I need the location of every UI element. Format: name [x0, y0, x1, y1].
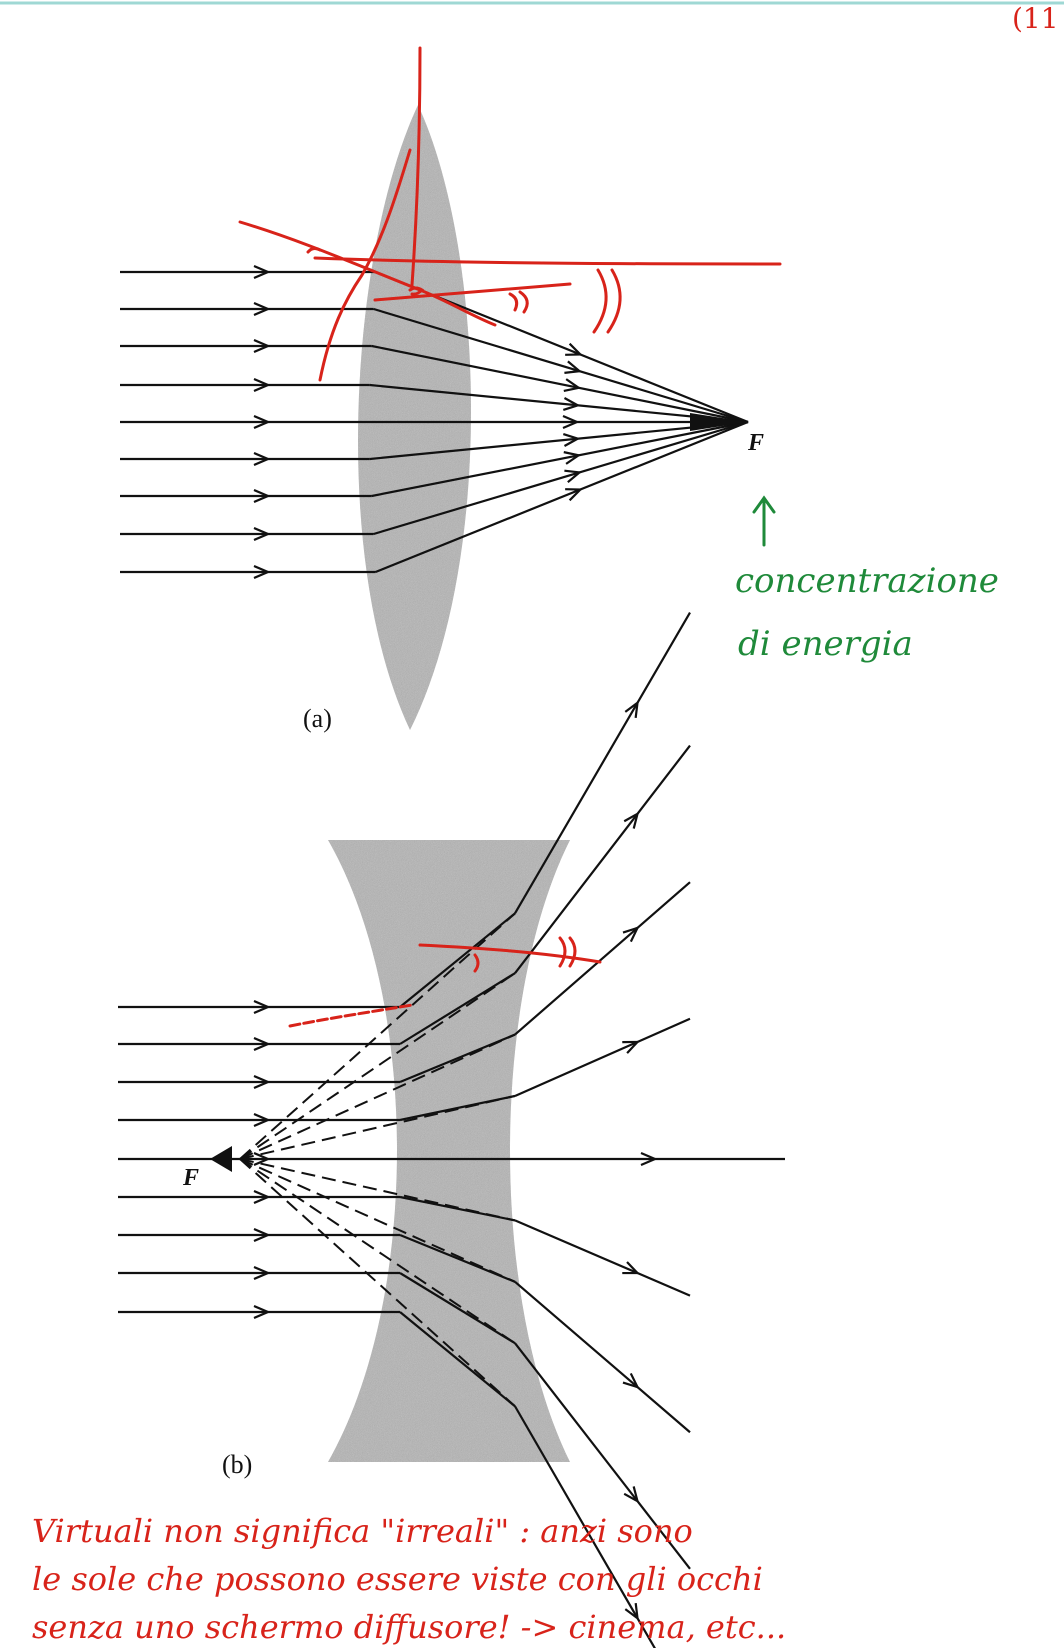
- ray-a-arrow-out-5: [562, 432, 581, 447]
- ray-b-virtual-1: [239, 972, 516, 1160]
- ray-a-arrow-out-6: [563, 451, 582, 465]
- ray-a-arrow-in-7: [253, 526, 271, 542]
- ray-a-arrow-in-2: [253, 338, 271, 354]
- ray-a-arrow-out-1: [564, 360, 583, 374]
- ray-b-arrow-in-4: [253, 1151, 271, 1167]
- figure-b: F (b): [118, 611, 785, 1648]
- ray-b-arrow-in-3: [253, 1112, 271, 1128]
- ray-b-arrow-out-8: [624, 1602, 639, 1621]
- ray-b-arrow-in-7: [253, 1265, 271, 1281]
- ray-b-refracted-6: [514, 1280, 691, 1434]
- ray-b-arrow-in-8: [253, 1304, 271, 1320]
- ray-a-arrow-in-6: [253, 488, 271, 504]
- energy-concentration-annotation: concentrazione di energia: [735, 495, 999, 664]
- ray-a-arrow-out-3: [562, 397, 581, 412]
- ray-a-arrow-in-4: [253, 414, 271, 430]
- up-arrow-icon: [752, 495, 776, 547]
- ray-a-arrow-out-2: [563, 378, 582, 392]
- ray-b-arrow-out-4: [640, 1151, 658, 1167]
- ray-a-refracted-6: [371, 420, 749, 498]
- ray-b-refracted-5: [514, 1219, 691, 1297]
- ray-b-arrow-out-2: [622, 926, 640, 943]
- ray-b-arrow-out-7: [623, 1486, 640, 1504]
- focal-label-b: F: [182, 1165, 199, 1191]
- ray-b-arrow-out-5: [622, 1261, 641, 1275]
- footnote-line3: senza uno schermo diffusore! -> cinema, …: [32, 1608, 786, 1646]
- footnote-line1: Virtuali non significa "irreali" : anzi …: [32, 1512, 693, 1550]
- ray-b-arrow-out-0: [624, 700, 639, 719]
- ray-a-refracted-1: [373, 307, 749, 424]
- ray-b-arrow-out-1: [623, 811, 640, 829]
- ray-a-arrow-in-5: [253, 451, 271, 467]
- ray-b-virtual-5: [239, 1158, 516, 1222]
- ray-a-arrow-in-1: [253, 301, 271, 317]
- ray-b-inside-1: [399, 972, 516, 1045]
- ray-b-arrow-in-6: [253, 1227, 271, 1243]
- ray-b-refracted-2: [514, 881, 691, 1036]
- annotation-line2: di energia: [738, 624, 913, 664]
- ray-b-virtual-2: [239, 1033, 516, 1160]
- ray-b-inside-7: [399, 1272, 516, 1345]
- ray-a-refracted-5: [369, 420, 749, 461]
- ray-b-refracted-0: [514, 611, 691, 914]
- ray-b-arrow-out-3: [622, 1040, 641, 1054]
- incoming-rays-a: [120, 264, 749, 580]
- ray-b-refracted-8: [514, 1405, 656, 1648]
- ray-b-virtual-0: [239, 912, 516, 1160]
- focus-a-icon: [690, 413, 748, 431]
- figure-a-caption: (a): [303, 704, 332, 733]
- ray-b-inside-0: [399, 912, 516, 1008]
- ray-b-arrow-in-2: [253, 1074, 271, 1090]
- ray-a-arrow-in-8: [253, 564, 271, 580]
- ray-b-virtual-7: [239, 1158, 516, 1345]
- convex-lens: [358, 105, 472, 730]
- ray-a-arrow-out-4: [562, 414, 580, 430]
- ray-a-arrow-in-3: [253, 377, 271, 393]
- ray-a-arrow-out-7: [564, 469, 583, 484]
- footnote: Virtuali non significa "irreali" : anzi …: [32, 1512, 786, 1646]
- ray-a-refracted-3: [369, 383, 749, 424]
- ray-b-refracted-3: [514, 1017, 691, 1097]
- normal-lines-b: [288, 936, 602, 1028]
- ray-b-virtual-6: [239, 1158, 516, 1283]
- focus-b-icon: [210, 1146, 232, 1172]
- ray-b-arrow-in-1: [253, 1036, 271, 1052]
- ray-b-arrow-in-5: [253, 1189, 271, 1205]
- ray-a-arrow-out-0: [565, 342, 583, 356]
- ray-a-arrow-in-0: [253, 264, 271, 280]
- ray-b-arrow-out-6: [622, 1372, 640, 1389]
- focal-label-a: F: [747, 430, 764, 456]
- ray-a-refracted-2: [371, 344, 749, 424]
- ray-b-arrow-in-0: [253, 999, 271, 1015]
- footnote-line2: le sole che possono essere viste con gli…: [32, 1560, 763, 1598]
- figure-b-caption: (b): [222, 1450, 252, 1479]
- page-mark: (11: [1012, 2, 1059, 35]
- normal-lines-a: [238, 46, 782, 382]
- ray-a-refracted-7: [373, 420, 749, 536]
- annotation-line1: concentrazione: [735, 561, 999, 601]
- ray-b-refracted-7: [514, 1342, 691, 1570]
- ray-a-arrow-out-8: [565, 488, 583, 502]
- concave-lens: [328, 840, 570, 1462]
- figure-a: F (a) concentrazione di energia: [120, 46, 999, 733]
- ray-a-refracted-8: [375, 420, 749, 574]
- ray-b-virtual-3: [239, 1094, 516, 1160]
- ray-b-inside-8: [399, 1311, 516, 1408]
- incoming-rays-b: [118, 611, 785, 1648]
- ray-b-refracted-1: [514, 744, 691, 974]
